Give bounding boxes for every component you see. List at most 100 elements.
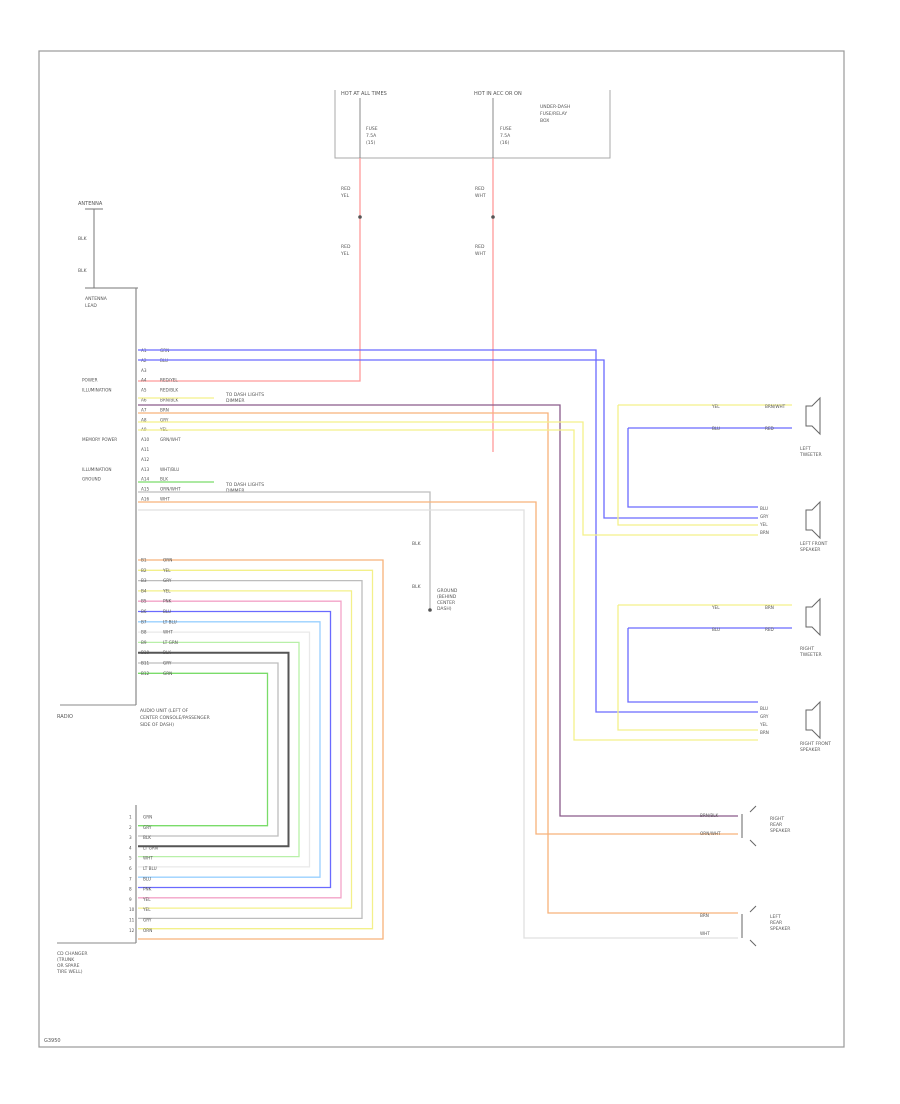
right-tweeter-wire-1a: YEL (711, 605, 720, 610)
radio-pin-15: A15 (141, 487, 150, 492)
cd-bundle-wire-5 (138, 600, 342, 899)
cd-changer-pin-10: 10 (129, 907, 135, 912)
radio-lower-wire-4: YEL (162, 588, 171, 593)
radio-pin-wire-8: GRY (160, 417, 169, 422)
fuse-right-wire-top-1: RED (475, 186, 485, 192)
fuse-right-line-2: 7.5A (500, 133, 511, 139)
cd-changer-wire-11: GRY (143, 918, 152, 923)
illum-note-1-line-2: DIMMER (226, 398, 245, 404)
antenna-wire-2: BLK (78, 268, 88, 274)
cd-changer-label-4: TIRE WELL) (56, 969, 83, 975)
fuse-left-wire-top-2: YEL (340, 193, 350, 199)
radio-lower-pin-6: B6 (141, 609, 147, 614)
cd-changer-wire-4: LT GRN (143, 845, 158, 850)
radio-pin-8: A8 (141, 417, 147, 422)
radio-pin-wire-5: RED/BLK (160, 388, 178, 393)
cd-changer-label-1: CD CHANGER (57, 951, 87, 957)
fuse-left-wire-top-1: RED (341, 186, 351, 192)
radio-pin-10: A10 (141, 437, 150, 442)
cd-changer-wire-6: LT BLU (143, 866, 157, 871)
radio-pin-wire-10: GRN/WHT (160, 437, 181, 442)
figure-code: G3950 (44, 1038, 61, 1044)
diagram-frame (38, 50, 845, 1048)
left-front-label-2: SPEAKER (800, 547, 820, 553)
radio-lower-pin-11: B11 (141, 661, 150, 666)
radio-pin-func-5: ILLUMINATION (82, 388, 112, 393)
cd-changer-pin-11: 11 (129, 918, 135, 923)
right-tweeter-wire-2a: BLU (712, 627, 720, 632)
radio-pin-13: A13 (141, 467, 150, 472)
fuse-right-wire-top-2: WHT (475, 193, 486, 199)
left-rear-wire-1: BRN (700, 913, 709, 918)
antenna-title: ANTENNA (78, 201, 103, 207)
cd-changer-label: CD CHANGER (TRUNK OR SPARE TIRE WELL) (56, 951, 87, 975)
radio-lower-wire-11: GRY (163, 661, 172, 666)
radio-lower-wire-3: GRY (163, 578, 172, 583)
cd-changer-pin-9: 9 (129, 897, 132, 902)
left-front-wire-4: BRN (760, 530, 769, 535)
radio-pin-wire-7: BRN (160, 407, 169, 412)
cd-bundle-wire-4 (138, 590, 353, 909)
left-tweeter-wire-1b: BRN/WHT (765, 404, 786, 409)
left-front-icon (805, 500, 821, 540)
cd-changer-label-3: OR SPARE (57, 963, 80, 969)
fuse-right-line-1: FUSE (500, 126, 512, 132)
radio-lower-wire-1: ORN (163, 558, 172, 563)
left-tweeter-wire-2a: BLU (712, 426, 720, 431)
left-tweeter-icon (805, 396, 821, 436)
ground-label-2: (BEHIND (437, 594, 457, 600)
radio-lower-pin-5: B5 (141, 599, 147, 604)
right-rear-label-1: RIGHT (770, 816, 784, 822)
cd-changer-wire-2: GRY (143, 825, 152, 830)
antenna-label-1: ANTENNA (85, 296, 108, 302)
right-rear-label-3: SPEAKER (770, 828, 790, 834)
cd-bundle-wire-3 (138, 579, 363, 920)
left-tweeter-wire-1a: YEL (711, 404, 720, 409)
fuse-right-wire-bottom-2: WHT (475, 251, 486, 257)
radio-pin-3: A3 (141, 368, 147, 373)
radio-lower-pin-9: B9 (141, 640, 147, 645)
fuse-right: HOT IN ACC OR ON FUSE 7.5A (16) UNDER-DA… (474, 91, 570, 158)
radio-lower-pin-12: B12 (141, 671, 150, 676)
radio-lower-pin-4: B4 (141, 588, 147, 593)
fuse-left-wire-bottom-1: RED (341, 244, 351, 250)
left-front-wire-1: BLU (760, 506, 768, 511)
radio-lower-wire-6: BLU (163, 609, 171, 614)
radio-desc-3: SIDE OF DASH) (140, 722, 174, 728)
radio-desc-2: CENTER CONSOLE/PASSENGER (140, 715, 210, 721)
left-rear-label-3: SPEAKER (770, 926, 790, 932)
ground-wire-2: BLK (412, 584, 422, 590)
radio-pin-5: A5 (141, 388, 147, 393)
left-rear-label-1: LEFT (770, 914, 781, 920)
right-front-label-2: SPEAKER (800, 747, 820, 753)
radio-lower-pin-3: B3 (141, 578, 147, 583)
radio-pin-11: A11 (141, 447, 150, 452)
fuse-box-note-1: UNDER-DASH (540, 104, 570, 110)
cd-changer-pin-1: 1 (129, 815, 132, 820)
cd-changer-pin-3: 3 (129, 835, 132, 840)
radio-pin-func-14: GROUND (82, 477, 101, 482)
radio-lower-wire-10: BLK (163, 650, 171, 655)
fuse-right-line-3: (16) (500, 140, 509, 146)
illum-note-2-line-1: TO DASH LIGHTS (225, 482, 264, 488)
right-front-wire-3: YEL (759, 722, 768, 727)
ground-wire-1: BLK (412, 541, 422, 547)
fuse-right-title: HOT IN ACC OR ON (474, 91, 522, 97)
cd-bundle-wire-2 (138, 569, 374, 930)
right-front-label-1: RIGHT FRONT (800, 741, 831, 747)
ground: BLK BLK GROUND (BEHIND CENTER DASH) (412, 541, 458, 612)
fuse-left: HOT AT ALL TIMES FUSE 7.5A (15) (341, 91, 387, 158)
left-tweeter-label-1: LEFT (800, 446, 811, 452)
cd-changer-wire-9: YEL (142, 897, 151, 902)
radio-lower-wire-7: LT BLU (163, 619, 177, 624)
cd-changer-wire-12: ORN (143, 928, 152, 933)
fuse-left-title: HOT AT ALL TIMES (341, 91, 387, 97)
cd-changer-wire-7: BLU (143, 876, 151, 881)
cd-changer-wire-8: PNK (143, 887, 152, 892)
